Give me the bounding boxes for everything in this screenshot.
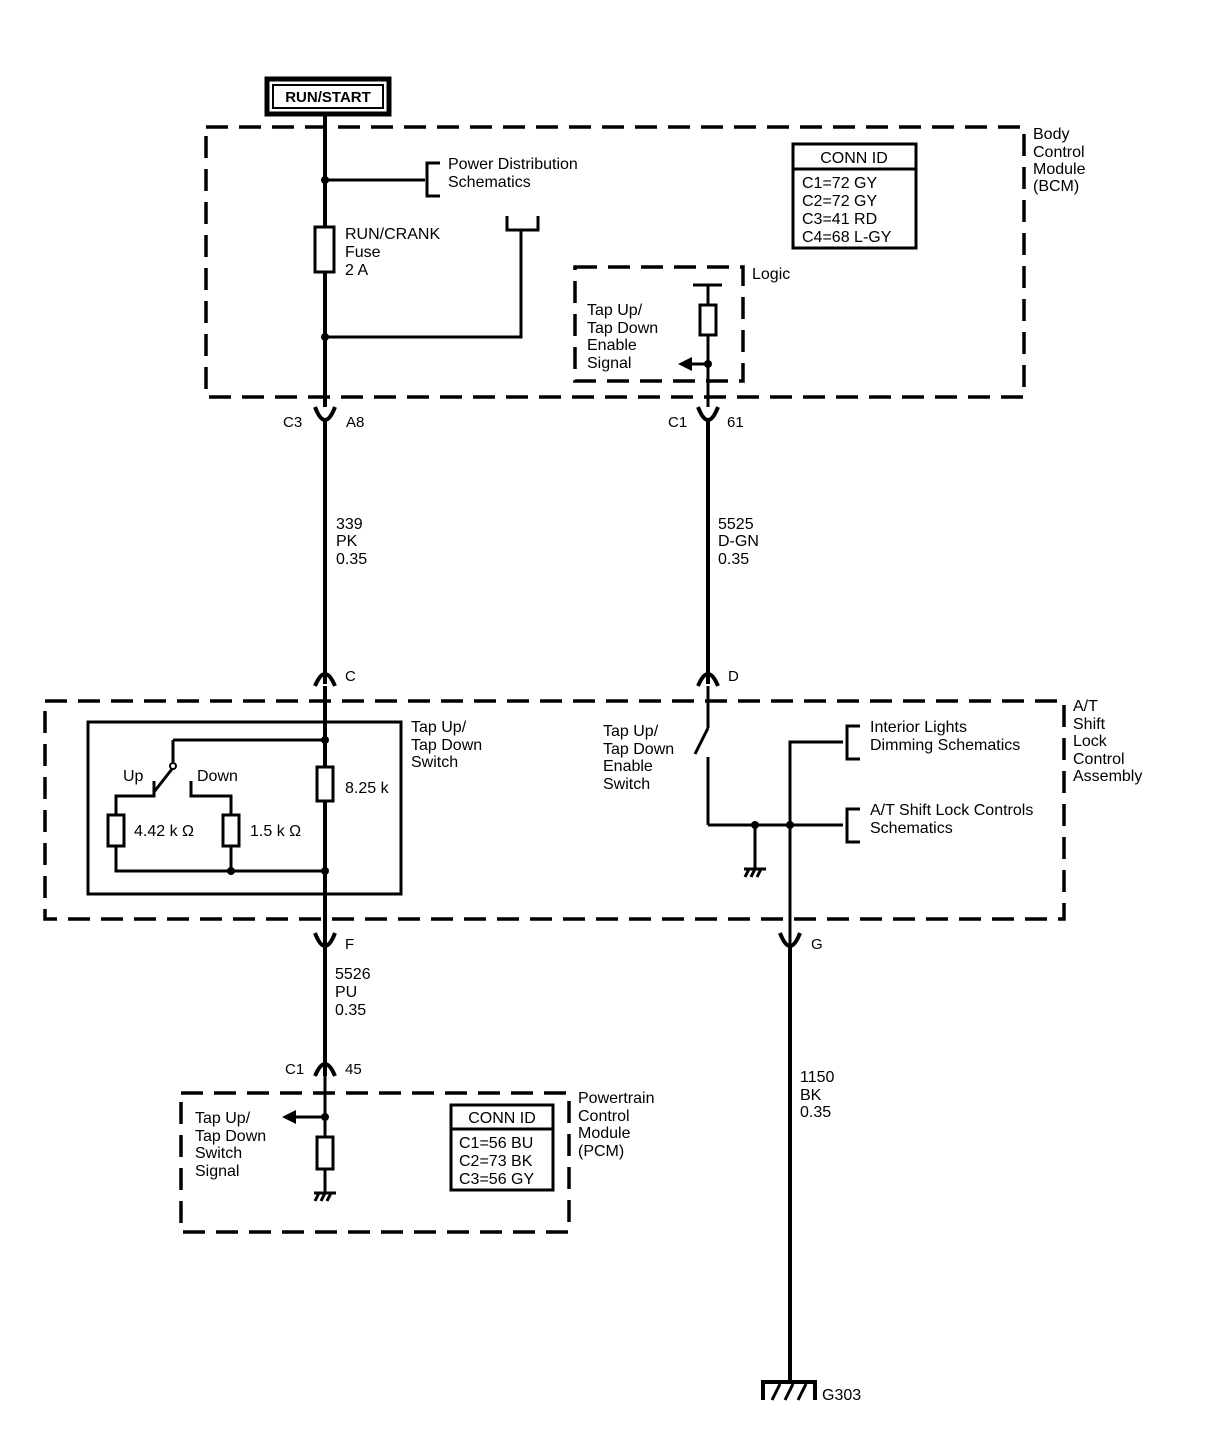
connector-id: C1 — [668, 414, 687, 431]
power-source-box: RUN/START — [264, 76, 392, 117]
bcm-name: Body Control Module (BCM) — [1033, 126, 1090, 195]
down-label: Down — [197, 768, 238, 785]
resistor-1-5k-label: 1.5 k Ω — [250, 823, 301, 840]
splice-dot — [227, 867, 235, 875]
resistor-4-42k — [106, 813, 126, 848]
connector-c — [313, 672, 337, 687]
shift-lock-name: A/T Shift Lock Control Assembly — [1073, 698, 1142, 785]
tap-switch-blade — [152, 768, 174, 793]
bcm-conn-id-table: CONN ID C1=72 GY C2=72 GY C3=41 RD C4=68… — [791, 142, 918, 250]
bcm-conn-id-header: CONN ID — [820, 150, 888, 167]
g303-ground-icon — [761, 1380, 817, 1401]
at-shift-controls-label: A/T Shift Lock Controls Schematics — [870, 802, 1038, 837]
bcm-conn-id-row: C4=68 L-GY — [802, 229, 892, 246]
resistor-common-wire — [114, 846, 325, 873]
pcm-conn-id-header: CONN ID — [468, 1110, 536, 1127]
pcm-conn-id-row: C1=56 BU — [459, 1135, 533, 1152]
splice-dot — [321, 867, 329, 875]
interior-lights-label: Interior Lights Dimming Schematics — [870, 719, 1020, 754]
down-contact-wire — [189, 781, 233, 815]
resistor-8-25k-label: 8.25 k — [345, 780, 390, 797]
shift-lock-assembly-boundary — [43, 699, 1066, 921]
bcm-module-boundary — [204, 125, 1026, 399]
pin-id: C — [345, 668, 356, 685]
wire-5525-label: 5525 D-GN 0.35 — [718, 516, 763, 568]
pcm-name: Powertrain Control Module (PCM) — [578, 1090, 659, 1160]
pullup-resistor — [698, 303, 718, 337]
fuse-label: RUN/CRANK Fuse 2 A — [345, 226, 445, 279]
wire-1150-label: 1150 BK 0.35 — [800, 1069, 839, 1121]
bcm-conn-id-row: C2=72 GY — [802, 193, 877, 210]
tap-switch-box — [86, 720, 403, 896]
wire-339-label: 339 PK 0.35 — [336, 516, 367, 568]
bcm-conn-id-row: C3=41 RD — [802, 211, 877, 228]
connector-c1-45 — [313, 1062, 337, 1077]
pin-id: 45 — [345, 1061, 362, 1078]
bcm-internal-terminal — [505, 216, 540, 232]
at-shift-reference-bracket — [845, 807, 860, 844]
pin-id: A8 — [346, 414, 364, 431]
resistor-4-42k-label: 4.42 k Ω — [134, 823, 194, 840]
pin-id: 61 — [727, 414, 744, 431]
interior-lights-branch-wire — [788, 740, 843, 944]
pcm-conn-id-row: C3=56 GY — [459, 1171, 534, 1188]
connector-d — [696, 672, 720, 687]
enable-signal-arrow-icon — [678, 357, 692, 371]
pcm-conn-id-table: CONN ID C1=56 BU C2=73 BK C3=56 GY — [449, 1103, 555, 1192]
interior-lights-reference-bracket — [845, 724, 860, 761]
power-dist-label: Power Distribution Schematics — [448, 156, 582, 191]
power-dist-reference-bracket — [425, 161, 440, 198]
tap-switch-label: Tap Up/ Tap Down Switch — [411, 719, 487, 771]
enable-switch-blade — [693, 727, 710, 755]
enable-switch-label: Tap Up/ Tap Down Enable Switch — [603, 723, 679, 793]
connector-c1-61 — [696, 406, 720, 422]
connector-id: C3 — [283, 414, 302, 431]
connector-id: C1 — [285, 1061, 304, 1078]
pcm-ground-icon — [313, 1191, 336, 1202]
pin-id: D — [728, 668, 739, 685]
pcm-conn-id-row: C2=73 BK — [459, 1153, 533, 1170]
pin-id: F — [345, 936, 354, 953]
resistor-1-5k — [221, 813, 241, 848]
bcm-logic-boundary — [573, 265, 745, 383]
wire-5526-label: 5526 PU 0.35 — [335, 966, 375, 1019]
logic-label: Logic — [752, 266, 790, 283]
ground-label: G303 — [822, 1387, 861, 1404]
up-contact-wire — [114, 781, 156, 815]
pcm-pulldown-resistor — [315, 1135, 335, 1171]
run-crank-fuse — [313, 225, 336, 274]
power-source-label: RUN/START — [285, 89, 371, 106]
connector-c3-a8 — [313, 406, 337, 422]
chassis-ground-icon — [743, 867, 766, 878]
switch-signal-arrow-icon — [282, 1110, 296, 1124]
switch-signal-label: Tap Up/ Tap Down Switch Signal — [195, 1110, 271, 1180]
enable-signal-label: Tap Up/ Tap Down Enable Signal — [587, 302, 663, 372]
bcm-internal-feed-wire — [325, 230, 523, 339]
switch-pivot — [169, 762, 177, 770]
pin-id: G — [811, 936, 823, 953]
resistor-8-25k — [315, 765, 335, 803]
bcm-conn-id-row: C1=72 GY — [802, 175, 877, 192]
up-label: Up — [123, 768, 144, 785]
